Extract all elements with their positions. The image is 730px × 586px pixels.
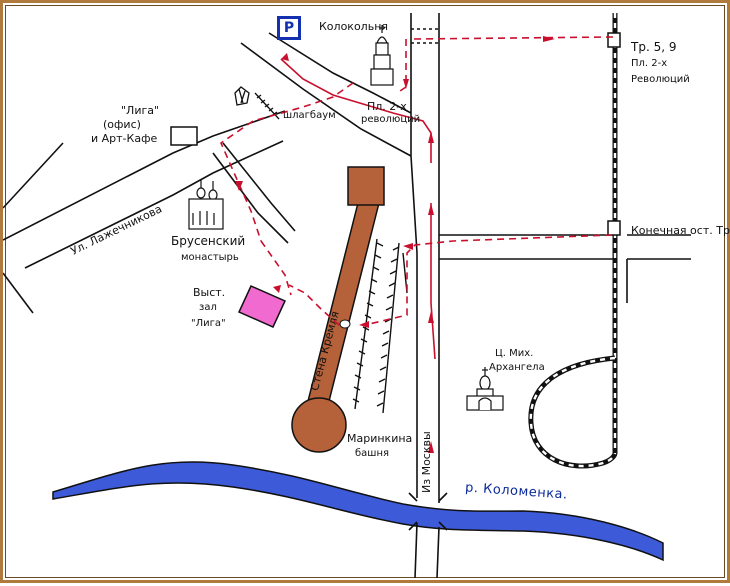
monastery-icon bbox=[188, 179, 224, 230]
tram-terminal-stop-icon bbox=[607, 220, 621, 236]
from-moscow-label: Из Москвы bbox=[420, 431, 433, 493]
liga-office-line3: и Арт-Кафе bbox=[91, 132, 158, 145]
kremlin-tower-top bbox=[347, 166, 385, 206]
road-upper bbox=[240, 42, 412, 157]
kremlin-gate bbox=[339, 319, 351, 329]
monastery-label-line1: Брусенский bbox=[171, 234, 246, 248]
tram-stop-top-line1: Тр. 5, 9 bbox=[631, 40, 677, 54]
tram-stop-top-line2: Пл. 2-х bbox=[631, 58, 668, 69]
bell-tower-icon bbox=[370, 25, 394, 86]
church-icon bbox=[466, 367, 504, 411]
route-arrows bbox=[235, 36, 555, 453]
square-label-line2: революций bbox=[361, 114, 421, 125]
square-label-line1: Пл. 2-х bbox=[367, 100, 407, 113]
tram-stop-top-line3: Революций bbox=[631, 74, 690, 85]
exhibition-hall bbox=[237, 285, 287, 328]
parking-icon: P bbox=[277, 16, 301, 40]
barrier-label: шлагбаум bbox=[283, 110, 336, 121]
tram-terminal-label: Конечная ост. Тр. bbox=[631, 224, 730, 237]
tram-line bbox=[528, 13, 621, 469]
hall-label-line1: Выст. bbox=[193, 286, 226, 299]
tram-stop-icon bbox=[607, 32, 621, 48]
marinkina-label-line2: башня bbox=[355, 448, 389, 459]
marinkina-tower bbox=[291, 397, 347, 453]
marinkina-label-line1: Маринкина bbox=[347, 432, 413, 445]
church-label-line1: Ц. Мих. bbox=[495, 348, 534, 359]
hall-label-line2: зал bbox=[199, 302, 217, 313]
bell-tower-label: Колокольня bbox=[319, 20, 388, 33]
liga-office-line2: (офис) bbox=[103, 118, 141, 131]
hall-label-line3: "Лига" bbox=[191, 318, 226, 329]
road-iz-moskvy bbox=[410, 13, 418, 498]
map-canvas bbox=[3, 13, 691, 579]
liga-office-line1: "Лига" bbox=[121, 104, 160, 117]
liga-office-building bbox=[170, 126, 198, 146]
terrain-hatching bbox=[352, 238, 408, 414]
river bbox=[52, 461, 664, 562]
monastery-label-line2: монастырь bbox=[181, 252, 239, 263]
barrier-icon bbox=[234, 86, 280, 120]
church-label-line2: Архангела bbox=[489, 362, 545, 373]
kremlin-wall bbox=[291, 166, 385, 453]
